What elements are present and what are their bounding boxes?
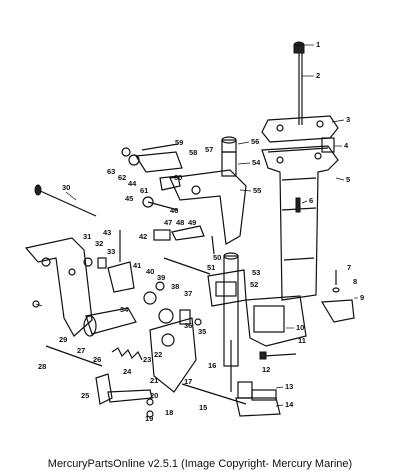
callout-52: 52 (250, 280, 258, 289)
callout-20: 20 (150, 391, 158, 400)
callout-40: 40 (146, 267, 154, 276)
callout-25: 25 (81, 391, 89, 400)
steering-column (169, 136, 247, 392)
callout-43: 43 (103, 228, 111, 237)
callout-10: 10 (296, 323, 304, 332)
callout-30: 30 (62, 183, 70, 192)
callout-7: 7 (347, 263, 351, 272)
callout-38: 38 (171, 282, 179, 291)
transom-clamp-bracket (24, 184, 197, 405)
callout-28: 28 (38, 362, 46, 371)
callout-46: 46 (170, 206, 178, 215)
callout-47: 47 (164, 218, 172, 227)
callout-60: 60 (174, 173, 182, 182)
callout-32: 32 (95, 239, 103, 248)
callout-2: 2 (316, 71, 320, 80)
callout-4: 4 (344, 141, 349, 150)
callout-63: 63 (107, 167, 115, 176)
callout-44: 44 (128, 179, 137, 188)
callout-55: 55 (253, 186, 261, 195)
callout-42: 42 (139, 232, 147, 241)
callout-49: 49 (188, 218, 196, 227)
callout-35: 35 (198, 327, 206, 336)
callout-13: 13 (285, 382, 293, 391)
callout-34: 34 (120, 305, 129, 314)
callout-15: 15 (199, 403, 207, 412)
callout-56: 56 (251, 137, 259, 146)
callout-1: 1 (316, 40, 320, 49)
callout-41: 41 (133, 261, 141, 270)
callout-24: 24 (123, 367, 132, 376)
callout-62: 62 (118, 173, 126, 182)
callout-6: 6 (309, 196, 313, 205)
drive-shaft-housing (181, 41, 355, 417)
callout-50: 50 (213, 253, 221, 262)
callout-labels: 1 2 3 4 5 6 7 8 9 10 11 12 13 14 15 16 1… (38, 40, 364, 423)
linkage-parts (32, 143, 215, 418)
callout-14: 14 (285, 400, 294, 409)
callout-8: 8 (353, 277, 357, 286)
callout-61: 61 (140, 186, 148, 195)
callout-16: 16 (208, 361, 216, 370)
callout-33: 33 (107, 247, 115, 256)
callout-36: 36 (184, 321, 192, 330)
callout-18: 18 (165, 408, 173, 417)
callout-57: 57 (205, 145, 213, 154)
callout-29: 29 (59, 335, 67, 344)
callout-22: 22 (154, 350, 162, 359)
callout-21: 21 (150, 376, 158, 385)
callout-9: 9 (360, 293, 364, 302)
callout-17: 17 (184, 377, 192, 386)
callout-45: 45 (125, 194, 133, 203)
leader-lines (35, 44, 358, 407)
callout-54: 54 (252, 158, 261, 167)
callout-31: 31 (83, 232, 91, 241)
callout-3: 3 (346, 115, 350, 124)
callout-23: 23 (143, 355, 151, 364)
callout-19: 19 (145, 414, 153, 423)
callout-11: 11 (298, 336, 306, 345)
callout-53: 53 (252, 268, 260, 277)
callout-12: 12 (262, 365, 270, 374)
callout-27: 27 (77, 346, 85, 355)
footer-caption: MercuryPartsOnline v2.5.1 (Image Copyrig… (47, 458, 353, 470)
callout-51: 51 (207, 263, 215, 272)
callout-48: 48 (176, 218, 184, 227)
callout-39: 39 (157, 273, 165, 282)
callout-5: 5 (346, 175, 350, 184)
callout-58: 58 (189, 148, 197, 157)
callout-59: 59 (175, 138, 183, 147)
callout-26: 26 (93, 355, 101, 364)
callout-37: 37 (184, 289, 192, 298)
